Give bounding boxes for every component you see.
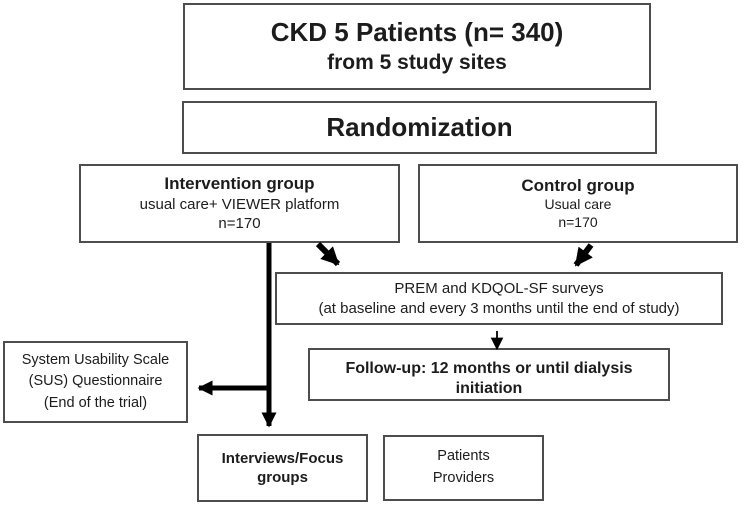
surveys-title: PREM and KDQOL-SF surveys	[394, 280, 604, 298]
arrow-control-to-surveys	[573, 243, 594, 267]
node-ckd-patients: CKD 5 Patients (n= 340) from 5 study sit…	[183, 3, 651, 90]
surveys-schedule: (at baseline and every 3 months until th…	[318, 299, 680, 317]
sus-line3: (End of the trial)	[43, 394, 148, 411]
control-group-description: Usual care	[544, 196, 612, 213]
node-control-group: Control group Usual care n=170	[418, 164, 738, 243]
participants-line1: Patients	[437, 448, 490, 465]
followup-label: Follow-up: 12 months or until dialysis i…	[345, 360, 633, 398]
node-surveys: PREM and KDQOL-SF surveys (at baseline a…	[275, 272, 723, 325]
sus-line2: (SUS) Questionnaire	[28, 373, 163, 390]
randomization-label: Randomization	[326, 111, 513, 142]
node-randomization: Randomization	[182, 101, 657, 154]
control-group-title: Control group	[521, 175, 635, 195]
ckd-patients-subtitle: from 5 study sites	[327, 50, 507, 74]
interviews-line2: groups	[257, 469, 308, 486]
node-followup: Follow-up: 12 months or until dialysis i…	[308, 348, 670, 401]
intervention-group-title: Intervention group	[164, 174, 315, 194]
ckd-patients-title: CKD 5 Patients (n= 340)	[270, 17, 564, 48]
interviews-line1: Interviews/Focus	[221, 449, 344, 467]
sus-line1: System Usability Scale	[21, 352, 170, 369]
control-group-n: n=170	[558, 214, 598, 231]
node-interviews-focus-groups: Interviews/Focus groups	[197, 434, 368, 502]
participants-line2: Providers	[432, 470, 495, 486]
arrow-intervention-to-surveys	[315, 241, 341, 267]
node-intervention-group: Intervention group usual care+ VIEWER pl…	[79, 164, 400, 243]
node-sus-questionnaire: System Usability Scale (SUS) Questionnai…	[3, 341, 188, 423]
node-participants: Patients Providers	[383, 435, 544, 501]
intervention-group-description: usual care+ VIEWER platform	[139, 196, 340, 214]
intervention-group-n: n=170	[218, 215, 261, 233]
